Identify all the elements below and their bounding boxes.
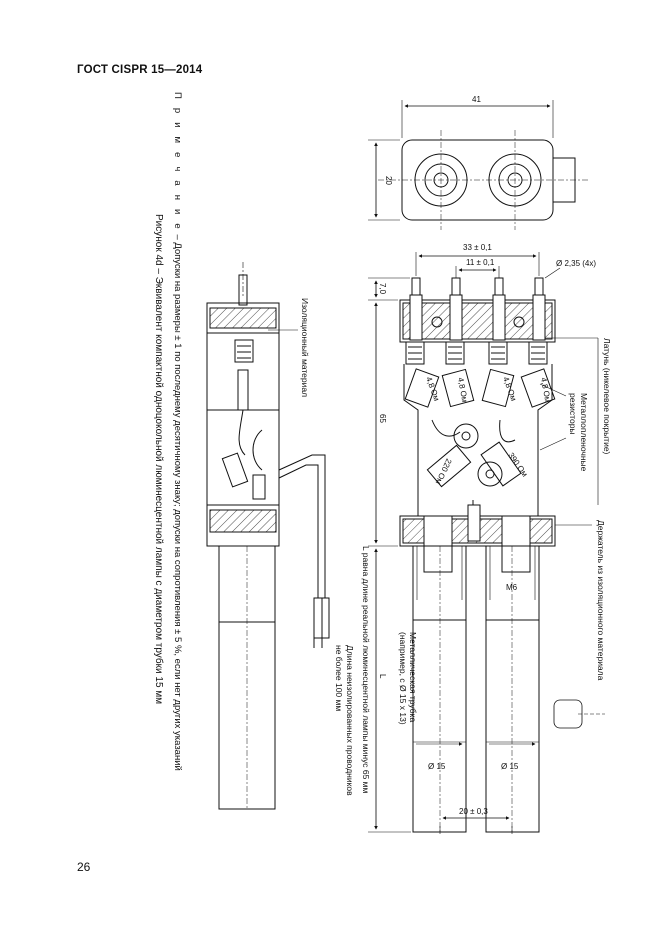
label-L-note: L равна длине реальной люминесцентной ла… (361, 546, 371, 794)
dim-20-03: 20 ± 0,3 (459, 807, 488, 816)
dim-7: 7,0 (378, 283, 387, 295)
resistor-390-label: 390 Ом (506, 451, 529, 479)
page-header: ГОСТ CISPR 15—2014 (77, 64, 203, 76)
dim-d15-left: Ø 15 (428, 762, 446, 771)
dim-41: 41 (472, 95, 481, 104)
dim-20: 20 (384, 176, 393, 185)
dim-d15-right: Ø 15 (501, 762, 519, 771)
dim-65: 65 (378, 414, 387, 423)
resistor-3-label: 4,8 Ом (501, 376, 518, 403)
label-brass: Латунь (никелевое покрытие) (602, 338, 612, 455)
label-resistors-1: Металлопленочные (579, 393, 589, 472)
label-conductor-length-1: Длина неизолированных проводников (345, 645, 355, 796)
label-resistors-2: резисторы (568, 393, 578, 435)
label-conductor-length-2: не более 100 мм (334, 645, 344, 711)
label-tube-1: Металлическая трубка (408, 632, 418, 722)
label-holder: Держатель из изоляционного материала (596, 520, 606, 681)
resistor-1-label: 4,8 Ом (424, 376, 441, 403)
label-tube-2: (например, с Ø 15 x 13) (398, 632, 408, 725)
resistor-2-label: 4,8 Ом (456, 377, 469, 403)
dim-2-35: Ø 2,35 (4x) (556, 259, 596, 268)
top-view (368, 100, 590, 230)
dim-11: 11 ± 0,1 (466, 258, 495, 267)
side-view (206, 262, 330, 810)
dim-m6: M6 (506, 583, 518, 592)
label-insulating-material: Изоляционный материал (300, 298, 310, 397)
dim-L: L (378, 674, 387, 679)
page-number: 26 (77, 860, 91, 874)
resistor-4-label: 4,8 Ом (539, 377, 552, 403)
front-view (268, 252, 605, 834)
dim-33: 33 ± 0,1 (463, 243, 492, 252)
